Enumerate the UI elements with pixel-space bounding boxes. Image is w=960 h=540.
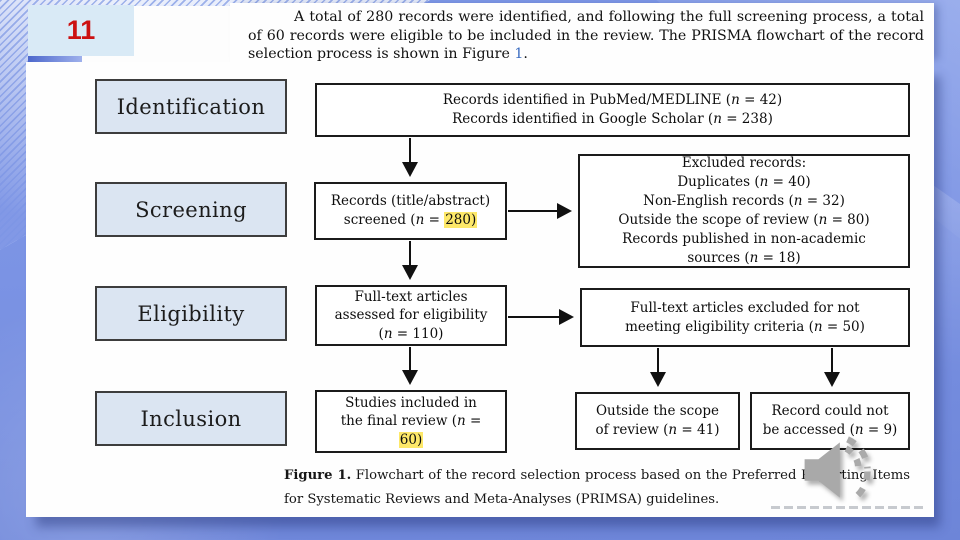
accent-bar <box>28 56 82 62</box>
stage-box-inclusion: Inclusion <box>95 391 287 446</box>
figure-panel: Identification Screening Eligibility Inc… <box>26 62 934 517</box>
figure-reference-link[interactable]: 1 <box>514 46 524 63</box>
flow-box-excluded-records: Excluded records:Duplicates (n = 40)Non-… <box>578 154 910 268</box>
stage-box-screening: Screening <box>95 182 287 237</box>
figure-caption: Figure 1. Flowchart of the record select… <box>284 468 910 507</box>
speaker-icon[interactable] <box>800 430 892 510</box>
fine-print-placeholder <box>771 506 923 509</box>
stage-box-identification: Identification <box>95 79 287 134</box>
intro-paragraph: A total of 280 records were identified, … <box>248 9 924 63</box>
flow-box-records-identified: Records identified in PubMed/MEDLINE (n … <box>315 83 910 137</box>
slide-number: 11 <box>66 15 96 45</box>
stage-box-eligibility: Eligibility <box>95 286 287 341</box>
intro-paragraph-block: A total of 280 records were identified, … <box>230 3 934 62</box>
flow-box-records-screened: Records (title/abstract)screened (n = 28… <box>314 182 507 240</box>
slide-number-badge: 11 <box>28 5 134 56</box>
